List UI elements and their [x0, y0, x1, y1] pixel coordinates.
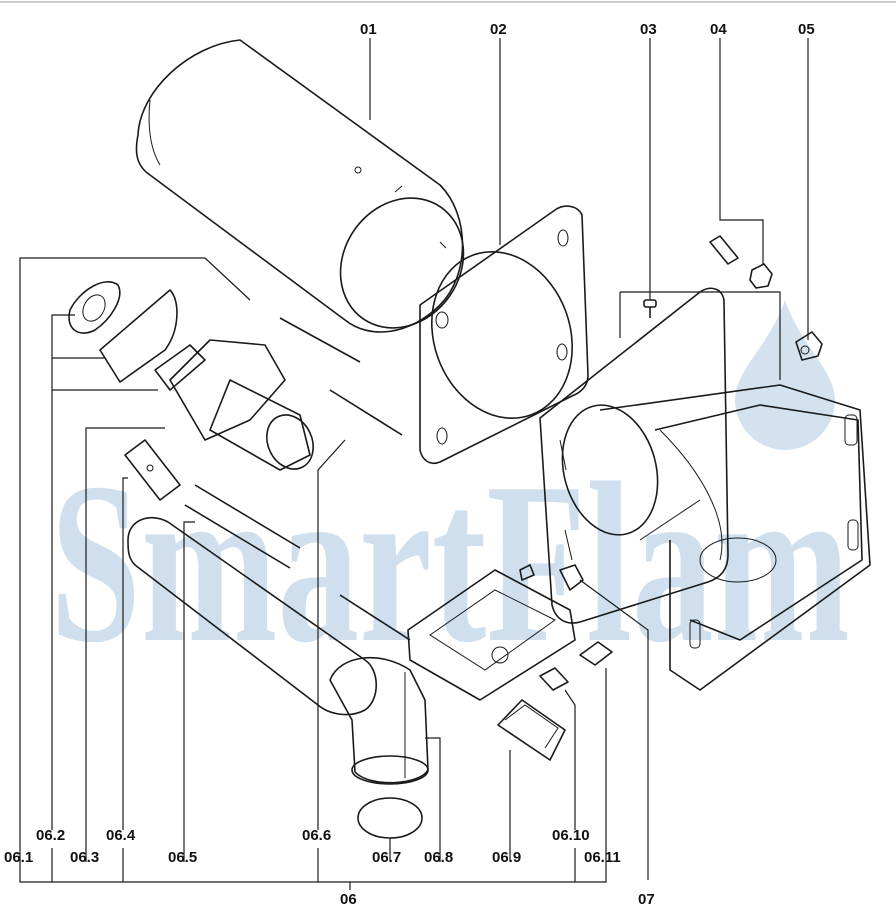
part-01-cylinder: [135, 39, 465, 333]
label-03: 03: [640, 21, 657, 38]
part-05-fitting: [795, 331, 823, 361]
label-06-5: 06.5: [168, 849, 197, 866]
part-06-10-clip: [539, 667, 569, 691]
label-06-4: 06.4: [106, 827, 136, 844]
part-06-8-body: [329, 656, 429, 785]
part-04-pin-nut: [709, 235, 773, 289]
label-06-10: 06.10: [552, 827, 590, 844]
label-06-1: 06.1: [4, 849, 33, 866]
part-07-housing: [539, 287, 871, 691]
part-06-head-assembly: [169, 339, 314, 471]
label-06-6: 06.6: [302, 827, 331, 844]
part-06-11-grommet: [579, 641, 613, 666]
label-06-11: 06.11: [584, 849, 621, 866]
part-02-gasket: [419, 205, 589, 465]
label-06: 06: [340, 891, 357, 908]
water-drop-icon: [735, 300, 835, 450]
part-06-base-plate: [339, 564, 584, 701]
label-06-2: 06.2: [36, 827, 65, 844]
part-03-screw: [643, 299, 657, 318]
label-07: 07: [638, 891, 655, 908]
part-06-3-baffle: [99, 289, 206, 391]
label-06-3: 06.3: [70, 849, 99, 866]
part-06-7-o-ring: [357, 797, 423, 839]
part-06-2-disc: [68, 281, 121, 334]
label-02: 02: [490, 21, 507, 38]
label-01: 01: [360, 21, 377, 38]
label-04: 04: [710, 21, 727, 38]
label-06-8: 06.8: [424, 849, 453, 866]
label-06-9: 06.9: [492, 849, 521, 866]
part-06-1-tube: [127, 516, 377, 716]
label-05: 05: [798, 21, 815, 38]
part-06-9-terminal-block: [497, 699, 566, 761]
part-06-4-holder: [124, 439, 181, 501]
label-06-7: 06.7: [372, 849, 401, 866]
part-06-5-electrodes: [184, 317, 403, 569]
